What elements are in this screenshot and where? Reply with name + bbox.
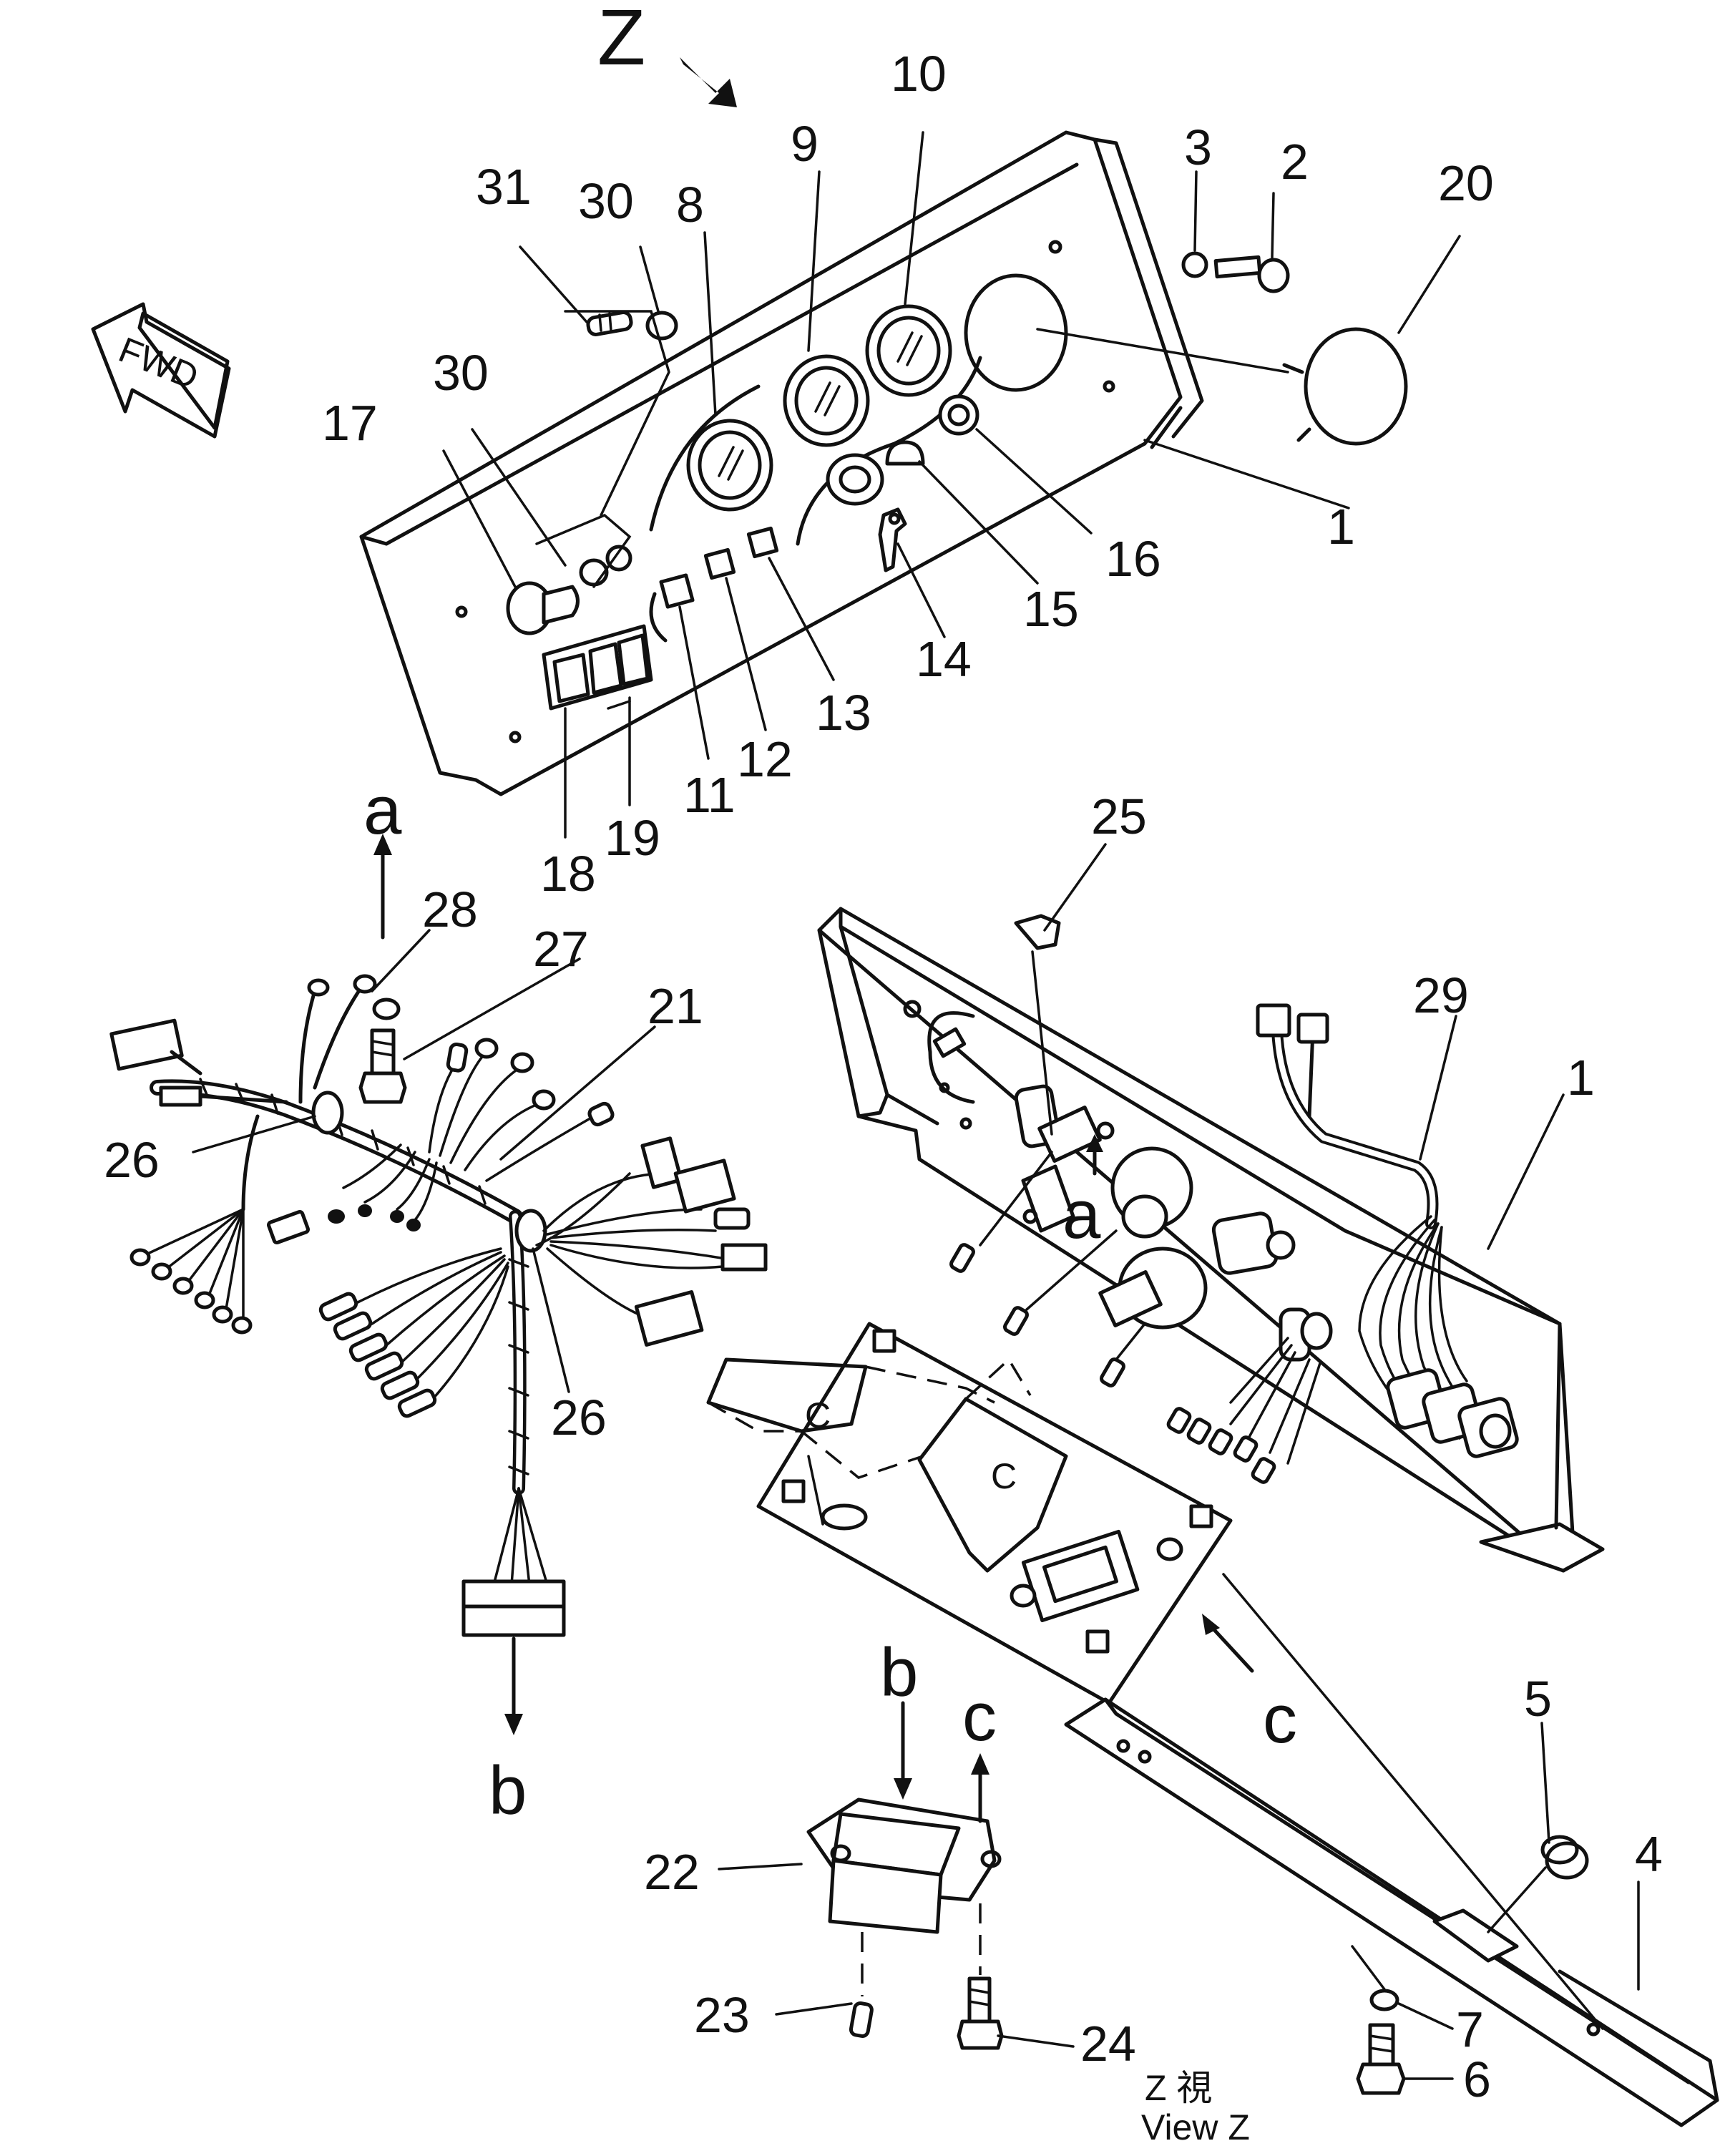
- label-8: 8: [676, 177, 704, 233]
- indicator-15: [885, 440, 925, 466]
- label-16: 16: [1105, 531, 1161, 587]
- label-24: 24: [1080, 2016, 1136, 2072]
- washer-28: [372, 997, 401, 1020]
- label-30b: 30: [433, 345, 489, 401]
- screw-2: [1213, 255, 1290, 293]
- switch-11: [659, 573, 695, 609]
- label-5: 5: [1524, 1671, 1552, 1727]
- key-switch-14: [826, 453, 907, 572]
- label-9: 9: [791, 116, 818, 172]
- relay-22: [806, 1798, 1002, 1934]
- gauge-8: [686, 419, 773, 512]
- view-z-letter: Z: [597, 0, 645, 82]
- component-c2-mark: C: [991, 1456, 1017, 1496]
- leader-lines-upper: [442, 131, 1461, 839]
- letter-b-left: b: [489, 1752, 527, 1829]
- label-1b: 1: [1567, 1050, 1595, 1106]
- cover-20: [1282, 327, 1408, 446]
- label-10: 10: [891, 46, 947, 102]
- pin-31: [586, 311, 633, 336]
- label-19: 19: [605, 810, 660, 866]
- bolt-27: [358, 1028, 407, 1104]
- label-15: 15: [1023, 581, 1079, 637]
- label-30: 30: [578, 173, 634, 229]
- letter-b-right: b: [880, 1634, 918, 1711]
- label-29: 29: [1413, 967, 1469, 1023]
- gauge-10: [865, 304, 952, 397]
- gauge-9: [783, 354, 870, 447]
- label-27: 27: [533, 921, 589, 977]
- instrument-panel-lower: [817, 907, 1605, 1573]
- view-direction-arrow-icon: [680, 57, 737, 107]
- grommet-5: [1540, 1835, 1589, 1880]
- letter-a-panel: a: [1062, 1176, 1101, 1253]
- label-13: 13: [816, 685, 871, 741]
- label-14: 14: [916, 631, 972, 687]
- label-25: 25: [1091, 789, 1147, 844]
- label-26: 26: [104, 1132, 160, 1188]
- label-28: 28: [422, 882, 478, 937]
- pin-23: [849, 2001, 874, 2038]
- connection-letters: a a b b c c: [363, 772, 1297, 1829]
- label-20: 20: [1438, 155, 1494, 211]
- label-1: 1: [1327, 499, 1355, 555]
- label-23: 23: [694, 1987, 750, 2043]
- wire-harness-21: [109, 974, 768, 1637]
- forward-arrow-icon: FWD: [91, 302, 231, 439]
- label-18: 18: [540, 846, 596, 902]
- component-c1-mark: C: [805, 1395, 831, 1435]
- label-3: 3: [1184, 119, 1212, 175]
- meter-block-18: [542, 624, 653, 711]
- knob-17: [506, 581, 580, 635]
- bolt-6: [1356, 2023, 1406, 2095]
- lamp-16: [938, 394, 979, 436]
- label-31: 31: [476, 159, 532, 215]
- label-17: 17: [322, 395, 378, 451]
- bracket-strip-4: [1064, 1573, 1719, 2127]
- label-4: 4: [1635, 1826, 1663, 1882]
- washer-3: [1181, 251, 1208, 278]
- label-21: 21: [648, 978, 703, 1034]
- label-12: 12: [737, 731, 793, 787]
- label-6: 6: [1463, 2052, 1491, 2107]
- view-caption-en: View Z: [1141, 2107, 1250, 2147]
- label-2: 2: [1281, 134, 1309, 190]
- part-labels: 1 1 2 3 4 5 6 7 8 9 10 11 12 13 14 15 16…: [104, 46, 1663, 2107]
- label-22: 22: [644, 1844, 700, 1900]
- screw-24: [957, 1976, 1004, 2050]
- switch-12: [703, 547, 736, 580]
- label-7: 7: [1456, 2001, 1484, 2057]
- letter-c-below: c: [962, 1679, 997, 1755]
- letter-c-right: c: [1263, 1681, 1297, 1757]
- view-caption-jp: Z 視: [1145, 2068, 1212, 2108]
- label-26b: 26: [551, 1390, 607, 1445]
- instrument-panel-upper: [359, 130, 1204, 796]
- washer-7: [1369, 1989, 1399, 2011]
- label-11: 11: [683, 767, 736, 823]
- controller-plate: C C: [706, 1322, 1254, 1705]
- switch-13: [746, 526, 779, 559]
- letter-a-top: a: [363, 772, 402, 849]
